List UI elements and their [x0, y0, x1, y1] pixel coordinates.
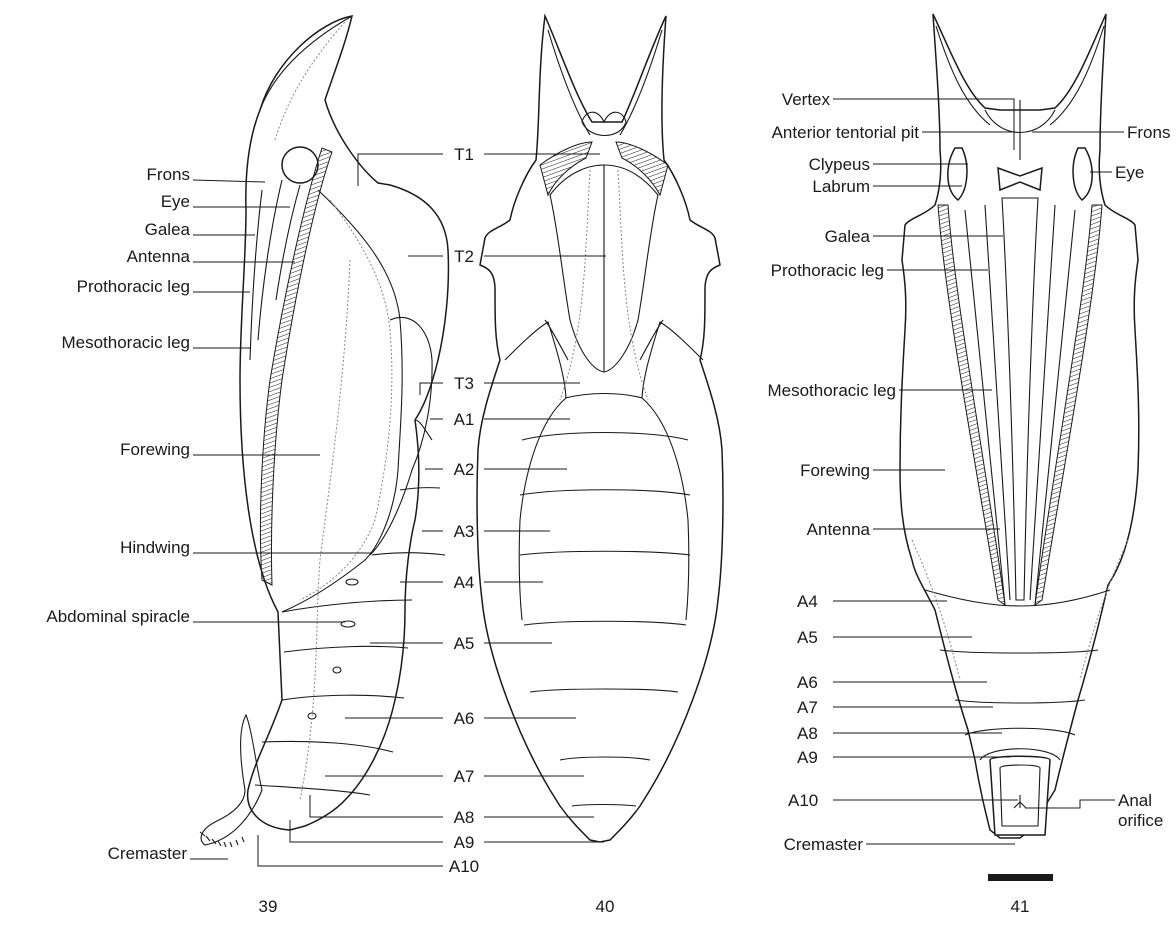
label-a2: A2 — [454, 460, 475, 479]
label-labrum: Labrum — [812, 177, 870, 196]
label-mesothoracic-leg: Mesothoracic leg — [61, 333, 190, 352]
label-eye: Eye — [161, 192, 190, 211]
label-a10-ventral: A10 — [788, 791, 818, 810]
labels-segments-middle: T1 T2 T3 A1 A2 A3 A4 A5 A6 A7 A8 A9 A10 — [449, 145, 479, 876]
label-t1: T1 — [454, 145, 474, 164]
label-clypeus: Clypeus — [809, 155, 870, 174]
label-hindwing: Hindwing — [120, 538, 190, 557]
lateral-view-drawing — [200, 16, 448, 847]
label-cremaster-ventral: Cremaster — [784, 835, 864, 854]
label-anterior-tentorial-pit: Anterior tentorial pit — [772, 123, 920, 142]
label-a8-ventral: A8 — [797, 724, 818, 743]
label-a4: A4 — [454, 573, 475, 592]
label-a6: A6 — [454, 709, 475, 728]
figure-numbers: 39 40 41 — [259, 897, 1030, 916]
label-galea-ventral: Galea — [825, 227, 871, 246]
label-abdominal-spiracle: Abdominal spiracle — [46, 607, 190, 626]
label-a5-ventral: A5 — [797, 628, 818, 647]
label-cremaster: Cremaster — [108, 844, 188, 863]
label-frons: Frons — [147, 165, 190, 184]
label-a7: A7 — [454, 767, 475, 786]
label-t2: T2 — [454, 247, 474, 266]
label-a3: A3 — [454, 522, 475, 541]
labels-figure-39: Frons Eye Galea Antenna Prothoracic leg … — [46, 165, 190, 863]
label-a9: A9 — [454, 833, 475, 852]
label-antenna: Antenna — [127, 247, 191, 266]
label-forewing: Forewing — [120, 440, 190, 459]
label-galea: Galea — [145, 220, 191, 239]
label-frons-ventral: Frons — [1127, 123, 1170, 142]
label-a7-ventral: A7 — [797, 698, 818, 717]
label-a10: A10 — [449, 857, 479, 876]
label-anal: Anal — [1118, 791, 1152, 810]
label-orifice: orifice — [1118, 811, 1163, 830]
label-prothoracic-leg: Prothoracic leg — [77, 277, 190, 296]
label-a6-ventral: A6 — [797, 673, 818, 692]
label-vertex: Vertex — [782, 90, 831, 109]
label-prothoracic-leg-ventral: Prothoracic leg — [771, 261, 884, 280]
figure-number-40: 40 — [596, 897, 615, 916]
figure-number-41: 41 — [1011, 897, 1030, 916]
labels-figure-41-left: Vertex Anterior tentorial pit Clypeus La… — [767, 90, 919, 854]
label-mesothoracic-leg-ventral: Mesothoracic leg — [767, 381, 896, 400]
label-t3: T3 — [454, 374, 474, 393]
label-a5: A5 — [454, 634, 475, 653]
label-a4-ventral: A4 — [797, 592, 818, 611]
label-eye-ventral: Eye — [1115, 163, 1144, 182]
scale-bar — [988, 874, 1053, 881]
figure-number-39: 39 — [259, 897, 278, 916]
label-a1: A1 — [454, 410, 475, 429]
label-a8: A8 — [454, 808, 475, 827]
label-forewing-ventral: Forewing — [800, 461, 870, 480]
label-antenna-ventral: Antenna — [807, 520, 871, 539]
ventral-view-drawing — [900, 14, 1139, 838]
ventral-body-outline — [900, 14, 1139, 838]
label-a9-ventral: A9 — [797, 748, 818, 767]
